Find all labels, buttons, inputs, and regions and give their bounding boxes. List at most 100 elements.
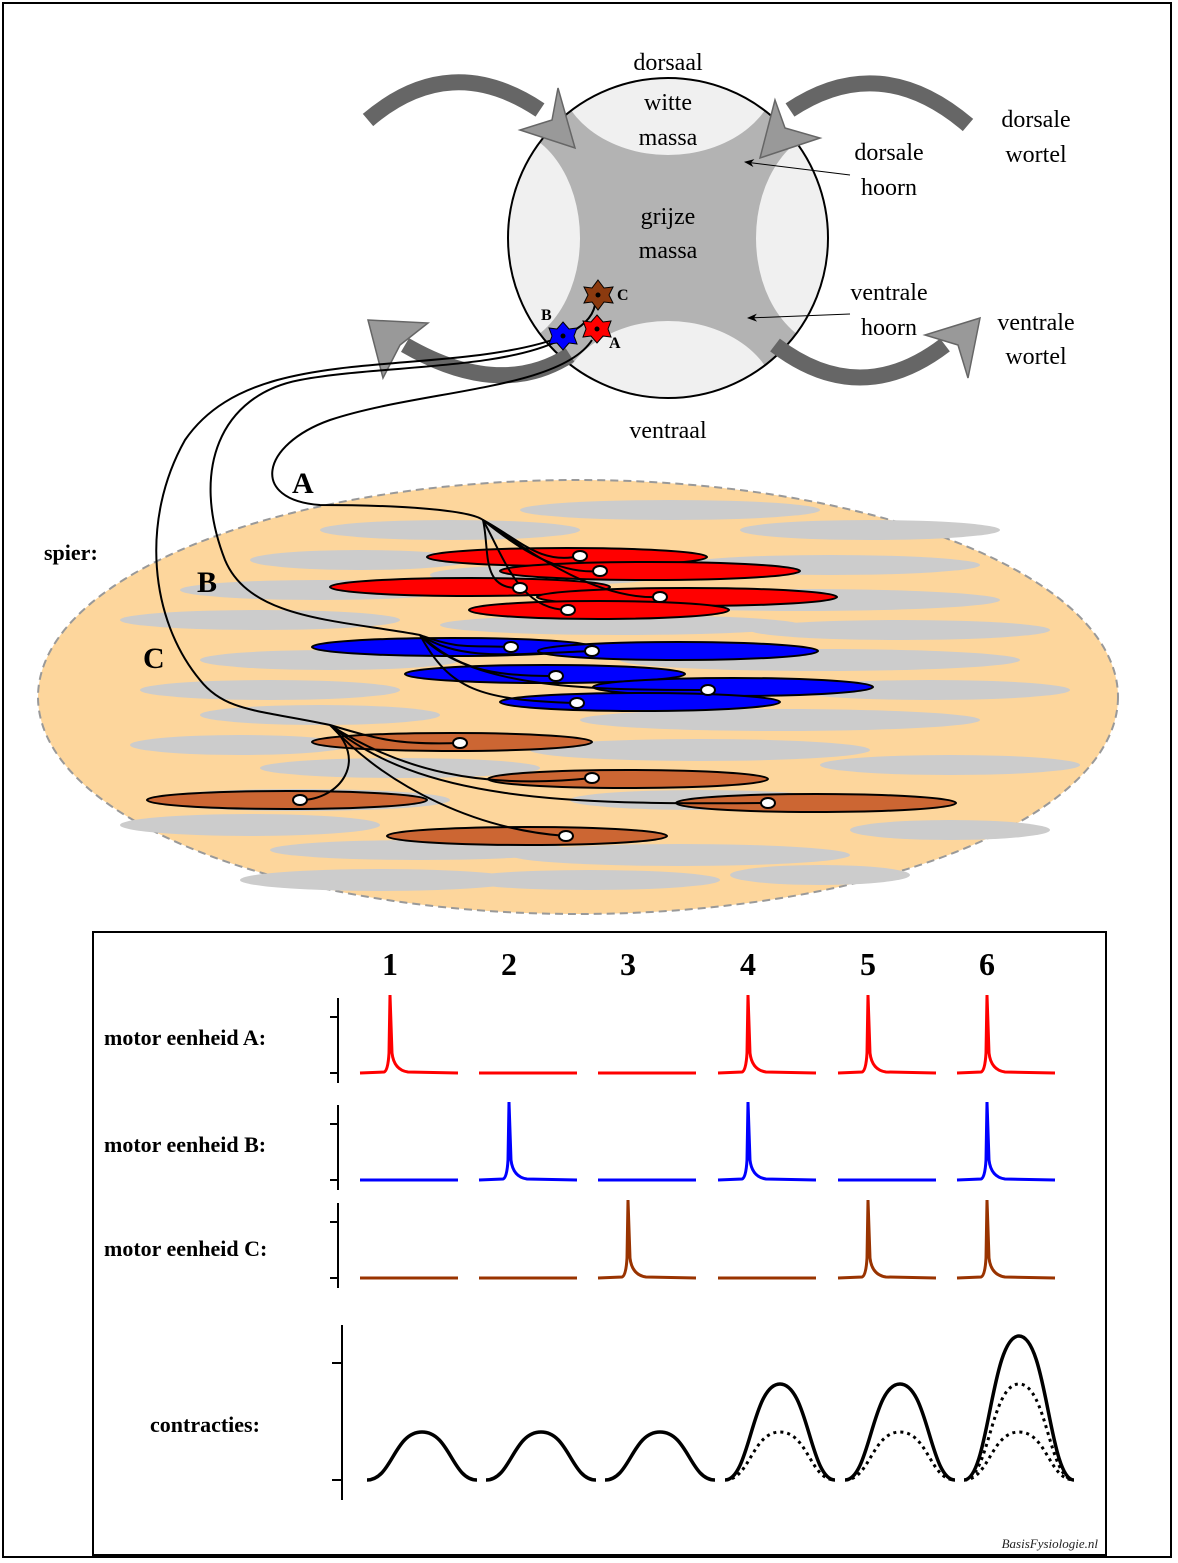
recording-panel xyxy=(92,931,1107,1556)
recording-traces xyxy=(330,994,1075,1500)
dorsal-horn-pointer xyxy=(744,159,851,176)
endplate-unit-A xyxy=(560,604,576,616)
idle-fiber xyxy=(250,550,470,570)
trace-unit-C-col-3 xyxy=(597,1199,697,1280)
idle-fiber xyxy=(730,865,910,885)
column-header-4: 4 xyxy=(740,946,756,982)
idle-fiber xyxy=(440,615,800,635)
muscle-fiber-unit-C xyxy=(146,790,428,810)
idle-fiber xyxy=(530,739,870,761)
dorsal-root-left-arrow xyxy=(362,74,577,150)
label-ventral-horn-1: ventrale xyxy=(850,280,927,306)
label-dorsal: dorsaal xyxy=(633,50,703,76)
muscle-fiber-unit-B xyxy=(499,692,781,712)
label-ventral-horn-2: hoorn xyxy=(861,315,917,341)
row-label-C: motor eenheid C: xyxy=(104,1236,267,1261)
contraction-partial-6 xyxy=(963,1382,1075,1482)
ventral-root-right-arrow xyxy=(770,316,981,386)
nerve-C xyxy=(155,304,596,726)
label-gray-matter-1: grijze xyxy=(641,204,696,230)
muscle-fiber-unit-C xyxy=(311,732,593,752)
label-gray-matter-2: massa xyxy=(639,238,698,264)
spinal-cord-outline xyxy=(507,77,829,399)
endplate-unit-A xyxy=(652,591,668,603)
endplate-unit-B xyxy=(700,684,716,696)
idle-fiber xyxy=(520,500,820,520)
idle-fiber xyxy=(130,735,350,755)
contraction-partial-5 xyxy=(844,1430,956,1482)
endplate-unit-A xyxy=(592,565,608,577)
idle-fiber xyxy=(850,820,1050,840)
endplate-unit-C xyxy=(558,830,574,842)
muscle-fiber-unit-C xyxy=(487,769,769,789)
neuron-label-A: A xyxy=(609,335,621,352)
endplate-unit-C xyxy=(452,737,468,749)
row-label-contractions: contracties: xyxy=(150,1412,260,1437)
nerve-label-A: A xyxy=(292,467,314,500)
neuron-label-C: C xyxy=(617,287,629,304)
endplate-unit-C xyxy=(292,794,308,806)
endplate-unit-C xyxy=(760,797,776,809)
label-white-matter-1: witte xyxy=(644,90,692,116)
label-ventral: ventraal xyxy=(629,418,707,444)
idle-fiber xyxy=(120,610,400,630)
muscle-fiber-unit-A xyxy=(499,561,801,581)
motor-nerves xyxy=(155,304,769,837)
credit-text: BasisFysiologie.nl xyxy=(1001,1536,1098,1551)
ventral-horn-pointer xyxy=(747,313,851,322)
muscle-label: spier: xyxy=(44,540,98,565)
nerve-B xyxy=(209,339,561,636)
neuron-C xyxy=(583,279,614,311)
muscle-fiber-unit-A xyxy=(468,600,730,620)
muscle-fiber-unit-B xyxy=(537,641,819,661)
column-headers: 1 2 3 4 5 6 xyxy=(382,946,995,982)
label-white-matter-2: massa xyxy=(639,125,698,151)
row-label-A: motor eenheid A: xyxy=(104,1025,266,1050)
idle-fiber xyxy=(140,680,400,700)
dorsal-root-right-arrow xyxy=(758,75,974,160)
trace-unit-A-col-6 xyxy=(956,994,1056,1075)
neuron-B xyxy=(548,321,578,351)
trace-unit-A-col-5 xyxy=(837,994,937,1075)
neuron-label-B: B xyxy=(541,307,552,324)
nerve-label-B: B xyxy=(197,566,217,599)
contraction-curve-2 xyxy=(485,1430,597,1482)
neuron-A xyxy=(582,314,612,344)
muscle xyxy=(37,479,1119,915)
idle-fiber xyxy=(260,758,540,778)
muscle-fiber-unit-A xyxy=(329,577,611,597)
trace-unit-B-col-2 xyxy=(478,1101,578,1182)
trace-unit-B-col-6 xyxy=(956,1101,1056,1182)
idle-fiber xyxy=(820,755,1080,775)
idle-fiber xyxy=(120,814,380,836)
column-header-6: 6 xyxy=(979,946,995,982)
label-dorsal-root-1: dorsale xyxy=(1001,107,1070,133)
column-header-5: 5 xyxy=(860,946,876,982)
idle-fiber xyxy=(580,709,980,731)
trace-unit-A-col-4 xyxy=(717,994,817,1075)
trace-unit-B-col-4 xyxy=(717,1101,817,1182)
contraction-partial-4 xyxy=(724,1430,836,1482)
idle-fiber xyxy=(240,869,520,891)
column-header-3: 3 xyxy=(620,946,636,982)
label-dorsal-horn-1: dorsale xyxy=(854,140,923,166)
endplate-unit-B xyxy=(584,645,600,657)
idle-muscle-fibers xyxy=(120,500,1080,891)
contraction-curve-6 xyxy=(963,1334,1075,1482)
label-dorsal-horn-2: hoorn xyxy=(861,175,917,201)
label-ventral-root-2: wortel xyxy=(1005,344,1067,370)
trace-unit-C-col-6 xyxy=(956,1199,1056,1280)
column-header-1: 1 xyxy=(382,946,398,982)
contraction-curve-1 xyxy=(366,1430,478,1482)
column-header-2: 2 xyxy=(501,946,517,982)
label-ventral-root-1: ventrale xyxy=(997,310,1074,336)
contraction-curve-4 xyxy=(724,1382,836,1482)
endplate-unit-B xyxy=(503,641,519,653)
idle-fiber xyxy=(200,705,440,725)
endplate-unit-B xyxy=(548,670,564,682)
nerve-A xyxy=(271,339,593,521)
idle-fiber xyxy=(740,520,1000,540)
contraction-curve-5 xyxy=(844,1382,956,1482)
trace-unit-A-col-1 xyxy=(359,994,459,1075)
